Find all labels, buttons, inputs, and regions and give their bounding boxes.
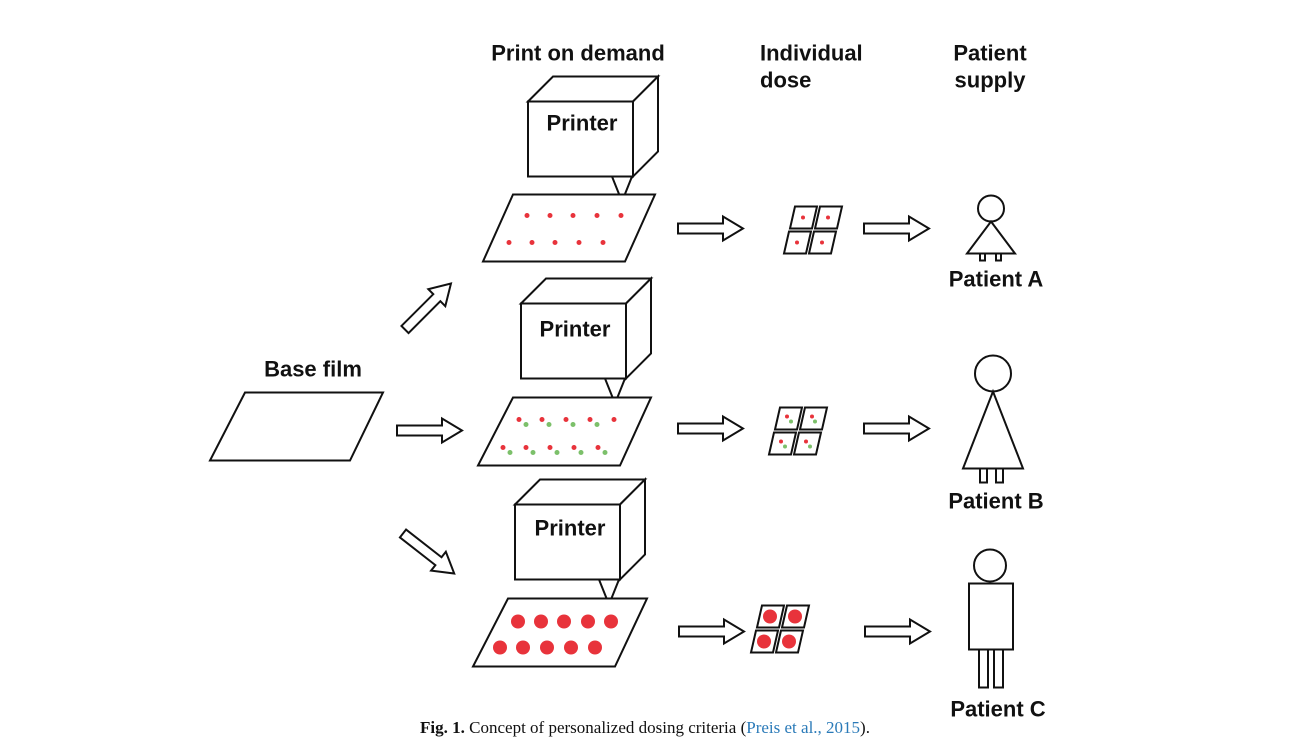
caption-close: ). — [860, 718, 870, 737]
base-film — [208, 391, 385, 462]
header-individual-dose-line1: Individual — [760, 41, 863, 66]
arrow-b-to-patient — [863, 415, 930, 442]
film-b-doses — [500, 417, 617, 455]
arrow-c-to-dose — [678, 618, 745, 645]
arrow-b-to-dose — [677, 415, 744, 442]
dose-b — [767, 406, 829, 456]
dose-a — [782, 205, 844, 255]
printer-a-label: Printer — [547, 111, 618, 136]
branch-arrow-right — [396, 417, 463, 444]
film-c — [471, 597, 649, 668]
printer-c — [514, 478, 646, 606]
patient-c-figure — [968, 548, 1014, 689]
base-film-label: Base film — [264, 357, 362, 382]
header-print-on-demand: Print on demand — [491, 41, 665, 66]
arrow-a-to-dose — [677, 215, 744, 242]
header-individual-dose-line2: dose — [760, 68, 811, 93]
film-a — [481, 193, 657, 263]
citation-link[interactable]: Preis et al., 2015 — [746, 718, 861, 737]
film-c-doses — [493, 614, 618, 655]
arrow-a-to-patient — [863, 215, 930, 242]
patient-c-label: Patient C — [950, 697, 1045, 722]
film-b — [476, 396, 653, 467]
caption-text: Concept of personalized dosing criteria … — [469, 718, 747, 737]
header-patient-supply-line1: Patient — [953, 41, 1027, 66]
branch-arrow-down — [394, 523, 463, 584]
header-patient-supply-line2: supply — [955, 68, 1027, 93]
printer-b-label: Printer — [540, 317, 611, 342]
patient-b-label: Patient B — [948, 489, 1043, 514]
printer-a — [527, 75, 659, 203]
patient-a-label: Patient A — [949, 267, 1044, 292]
printer-c-label: Printer — [535, 516, 606, 541]
figure-label: Fig. 1. — [420, 718, 465, 737]
figure-caption: Fig. 1. Concept of personalized dosing c… — [0, 718, 1290, 738]
branch-arrow-up — [395, 274, 461, 339]
patient-a-figure — [965, 194, 1017, 262]
patient-b-figure — [961, 354, 1025, 484]
arrow-c-to-patient — [864, 618, 931, 645]
film-a-doses — [506, 213, 624, 245]
